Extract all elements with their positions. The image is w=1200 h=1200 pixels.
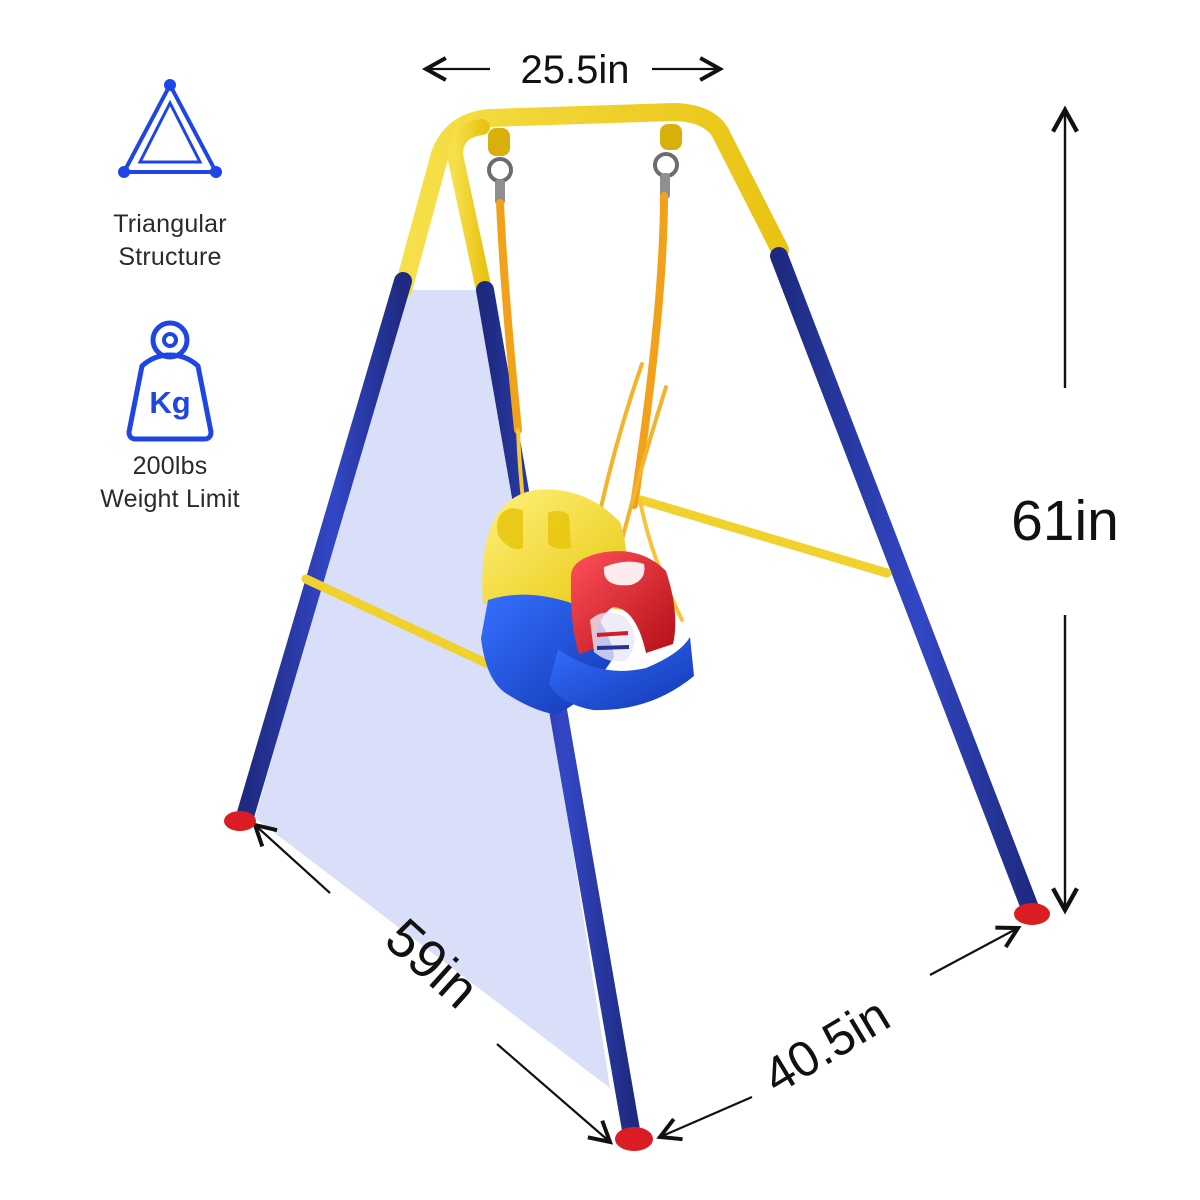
triangle-icon xyxy=(118,79,222,178)
top-width-dimension: 25.5in xyxy=(421,48,725,92)
feature-line: Structure xyxy=(118,243,222,271)
frame-feet xyxy=(224,811,1050,1151)
top-width-label: 25.5in xyxy=(521,48,630,92)
feature-line: Triangular xyxy=(113,210,227,238)
weight-limit-feature: Kg 200lbs Weight Limit xyxy=(60,310,280,516)
weight-limit-label: 200lbs Weight Limit xyxy=(60,450,280,516)
side-panel-tint xyxy=(255,290,610,1088)
base-width-label: 40.5in xyxy=(753,986,899,1104)
weight-icon-text: Kg xyxy=(149,385,190,420)
triangular-structure-label: Triangular Structure xyxy=(60,208,280,274)
swing-hangers xyxy=(487,124,682,205)
height-dimension: 61in xyxy=(1011,105,1119,915)
height-label: 61in xyxy=(1011,489,1119,553)
swing-seat xyxy=(481,489,694,714)
weight-icon: Kg xyxy=(126,320,214,442)
base-width-dimension: 40.5in xyxy=(656,925,1022,1142)
triangular-structure-feature: Triangular Structure xyxy=(60,68,280,274)
feature-line: Weight Limit xyxy=(100,485,240,513)
feature-line: 200lbs xyxy=(132,452,208,480)
